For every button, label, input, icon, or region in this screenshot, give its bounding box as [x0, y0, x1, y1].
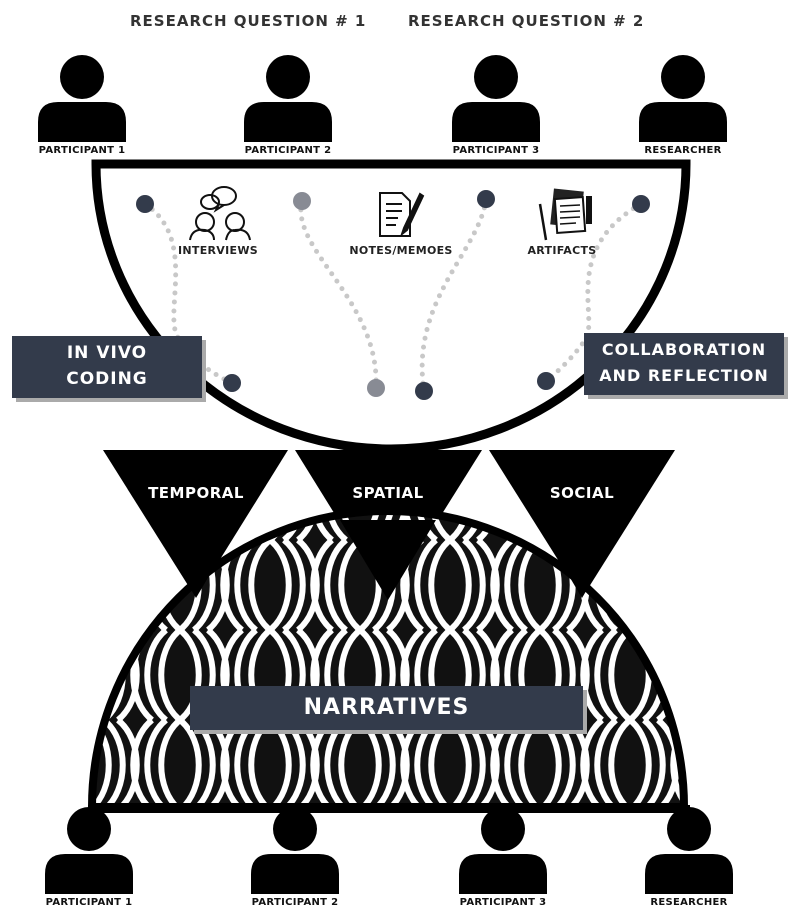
coding-paths — [142, 196, 644, 394]
path-dot — [136, 195, 154, 213]
path-dot — [632, 195, 650, 213]
method-label-notes: NOTES/MEMOES — [349, 244, 453, 257]
person-icon — [244, 55, 332, 142]
top-person-label: RESEARCHER — [644, 145, 722, 156]
bottom-people — [45, 807, 733, 894]
artifacts-icon — [538, 188, 592, 241]
bottom-person-label: PARTICIPANT 3 — [459, 897, 547, 908]
box-line: AND REFLECTION — [599, 366, 769, 385]
interviews-icon — [189, 186, 251, 241]
person-icon — [459, 807, 547, 894]
path-dots — [136, 190, 650, 400]
research-question-1: RESEARCH QUESTION # 1 — [130, 12, 367, 30]
research-question-2: RESEARCH QUESTION # 2 — [408, 12, 645, 30]
path-dot — [293, 192, 311, 210]
bottom-person-label: RESEARCHER — [650, 897, 728, 908]
spatial-label: SPATIAL — [352, 484, 424, 502]
narratives-dome — [87, 507, 690, 813]
bottom-person-label: PARTICIPANT 2 — [251, 897, 339, 908]
method-label-artifacts: ARTIFACTS — [527, 244, 597, 257]
narratives-box: NARRATIVES — [190, 686, 583, 730]
path-dot — [477, 190, 495, 208]
person-icon — [639, 55, 727, 142]
top-people — [38, 55, 727, 142]
bottom-person-label: PARTICIPANT 1 — [45, 897, 133, 908]
person-icon — [452, 55, 540, 142]
top-person-label: PARTICIPANT 1 — [38, 145, 126, 156]
box-line: COLLABORATION — [601, 340, 767, 359]
in-vivo-coding-box: IN VIVO CODING — [12, 336, 202, 398]
box-line: IN VIVO — [66, 343, 148, 363]
temporal-label: TEMPORAL — [148, 484, 244, 502]
person-icon — [251, 807, 339, 894]
social-label: SOCIAL — [549, 484, 615, 502]
notes-icon — [379, 192, 425, 237]
collaboration-reflection-box: COLLABORATION AND REFLECTION — [584, 333, 784, 395]
top-person-label: PARTICIPANT 2 — [244, 145, 332, 156]
path-dot — [223, 374, 241, 392]
top-person-label: PARTICIPANT 3 — [452, 145, 540, 156]
person-icon — [645, 807, 733, 894]
method-label-interviews: INTERVIEWS — [178, 244, 258, 257]
path-dot — [415, 382, 433, 400]
box-line: CODING — [66, 369, 148, 389]
person-icon — [45, 807, 133, 894]
collection-bowl — [91, 159, 691, 454]
person-icon — [38, 55, 126, 142]
path-dot — [367, 379, 385, 397]
path-dot — [537, 372, 555, 390]
